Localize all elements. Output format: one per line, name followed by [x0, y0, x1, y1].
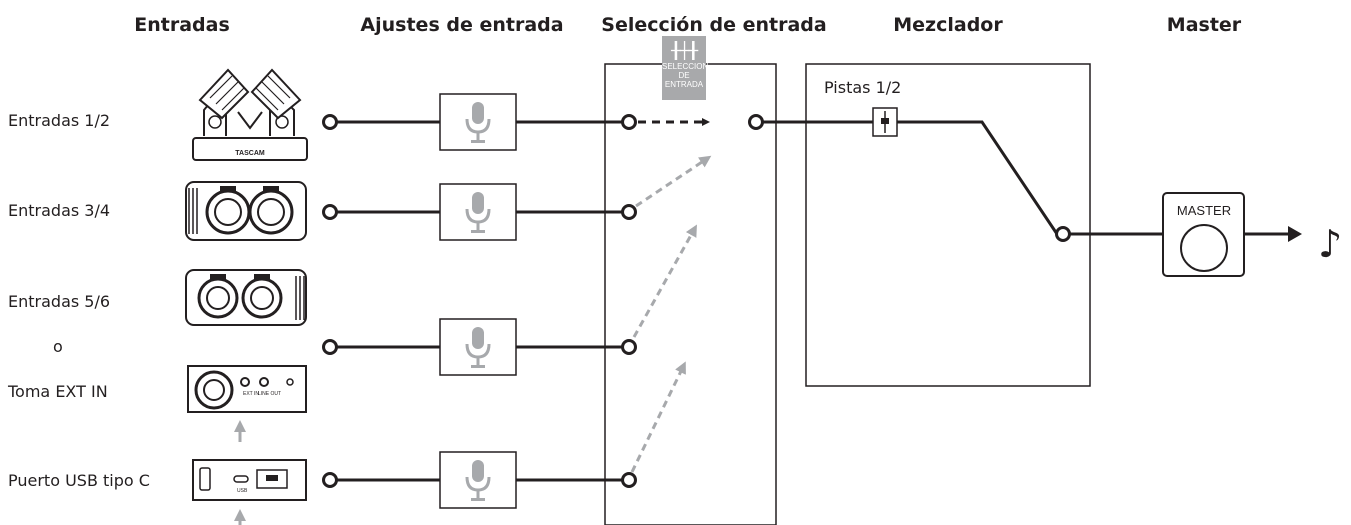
label-inputs-1-2: Entradas 1/2	[8, 111, 111, 130]
header-input-settings: Ajustes de entrada	[360, 14, 564, 36]
label-or: o	[53, 337, 63, 356]
header-mixer: Mezclador	[893, 14, 1003, 36]
selection-icon-line1: SELECCION DE	[662, 62, 709, 80]
selection-nodes	[621, 114, 764, 488]
master-knob	[1180, 224, 1228, 272]
output-arrowhead	[1288, 226, 1302, 242]
mixer-sum-line	[897, 120, 1059, 235]
mixer-box	[805, 63, 1091, 387]
line-out-jack-label: LINE OUT	[258, 391, 281, 397]
usb-device: USB	[192, 459, 307, 501]
master-block-label: MASTER	[1176, 203, 1232, 218]
combo-input-device-56	[185, 269, 307, 326]
ext-in-device: EXT IN LINE OUT	[187, 365, 307, 413]
combo-input-device-34	[185, 181, 307, 241]
header-inputs: Entradas	[134, 14, 230, 36]
ext-in-jack-label: EXT IN	[243, 391, 259, 397]
mixer-track-label: Pistas 1/2	[824, 78, 902, 97]
label-inputs-3-4: Entradas 3/4	[8, 201, 111, 220]
input-lines	[337, 120, 624, 482]
mixer-output-node	[1055, 226, 1071, 242]
input-nodes	[322, 114, 338, 488]
header-input-selection: Selección de entrada	[601, 14, 827, 36]
music-note-icon: ♪	[1318, 222, 1343, 266]
selection-icon-line2: ENTRADA	[664, 80, 704, 89]
usb-port-label: USB	[237, 488, 248, 494]
input-settings-boxes	[439, 93, 517, 509]
label-inputs-5-6: Entradas 5/6	[8, 292, 111, 311]
mic-brand-text: TASCAM	[235, 150, 265, 157]
label-ext-in: Toma EXT IN	[8, 382, 108, 401]
fader-icon	[872, 107, 898, 137]
unselected-route-arrows	[630, 155, 712, 473]
input-selection-box	[604, 63, 777, 525]
input-selection-icon: ╂┼╂ SELECCION DE ENTRADA	[662, 36, 709, 100]
label-usb-port: Puerto USB tipo C	[8, 471, 150, 490]
selection-glyph-icon: ╂┼╂	[671, 41, 698, 60]
xy-microphone-device: TASCAM	[192, 68, 308, 161]
header-master: Master	[1166, 14, 1242, 36]
